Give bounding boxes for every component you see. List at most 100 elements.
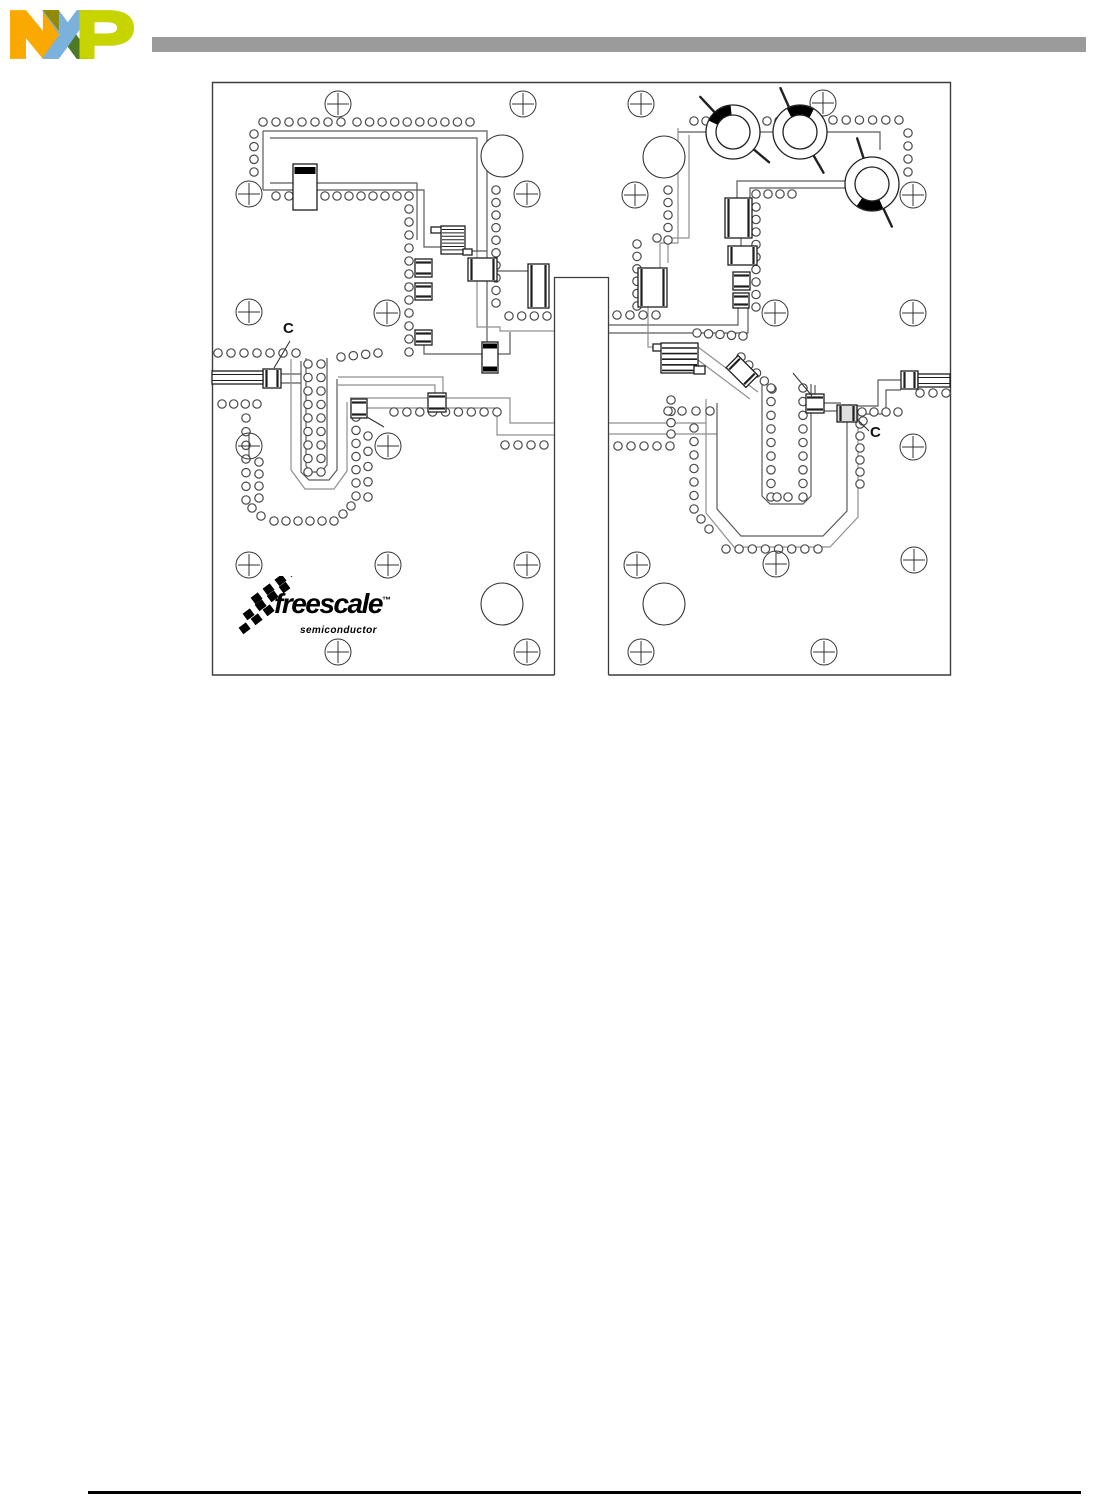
mounting-hole-crosshair bbox=[235, 432, 263, 460]
via-dot bbox=[316, 426, 326, 437]
via-dot bbox=[303, 359, 313, 369]
via-dot bbox=[402, 117, 412, 127]
mounting-hole-crosshair bbox=[324, 638, 352, 666]
via-dot bbox=[689, 490, 699, 501]
via-dot bbox=[759, 376, 770, 386]
via-dot bbox=[651, 310, 661, 320]
via-dot bbox=[632, 239, 642, 249]
via-dot bbox=[240, 399, 251, 409]
via-dot bbox=[798, 424, 808, 434]
smd-component bbox=[836, 404, 858, 423]
via-dot bbox=[766, 478, 776, 489]
component-body bbox=[732, 292, 750, 309]
via-dot bbox=[526, 440, 536, 450]
via-dot bbox=[747, 544, 758, 554]
via-dot bbox=[772, 492, 782, 502]
crosshair-circle bbox=[900, 546, 928, 574]
via-dot bbox=[389, 117, 400, 127]
via-dot bbox=[663, 210, 673, 220]
crosshair-circle bbox=[810, 638, 838, 666]
smd-component bbox=[262, 368, 282, 389]
via-dot bbox=[715, 329, 725, 340]
trace-line bbox=[689, 353, 751, 400]
toroid-inductor bbox=[844, 137, 900, 228]
via-dot bbox=[404, 347, 414, 357]
via-dot bbox=[639, 441, 649, 451]
crosshair-circle bbox=[513, 180, 541, 208]
toroid-lead bbox=[812, 154, 825, 174]
mounting-hole-crosshair bbox=[513, 551, 541, 579]
toroid-lead bbox=[699, 95, 716, 114]
via-dot bbox=[249, 154, 259, 165]
mounting-hole-crosshair bbox=[627, 90, 655, 118]
via-dot bbox=[813, 544, 823, 554]
via-dot bbox=[271, 191, 281, 201]
via-dot bbox=[404, 191, 414, 201]
smd-component bbox=[805, 393, 825, 414]
smd-component bbox=[693, 365, 706, 375]
trace-line bbox=[290, 359, 348, 490]
via-dot bbox=[363, 476, 373, 487]
toroid-lead bbox=[779, 86, 791, 109]
via-dot bbox=[228, 399, 239, 409]
via-dot bbox=[316, 359, 326, 369]
via-dot bbox=[310, 117, 320, 127]
via-dot bbox=[663, 197, 673, 208]
component-band bbox=[294, 167, 316, 174]
via-dot bbox=[323, 117, 333, 127]
via-dot bbox=[241, 413, 251, 423]
via-dot bbox=[491, 298, 501, 308]
via-dot bbox=[689, 436, 699, 447]
via-dot bbox=[491, 248, 501, 258]
mounting-hole-crosshair bbox=[623, 551, 651, 579]
mounting-hole-crosshair bbox=[899, 299, 927, 327]
footer-rule bbox=[88, 1491, 1081, 1494]
mounting-hole-crosshair bbox=[324, 90, 352, 118]
via-dot bbox=[364, 117, 375, 127]
via-dot bbox=[249, 129, 259, 139]
crosshair-circle bbox=[324, 90, 352, 118]
via-dot bbox=[352, 117, 362, 127]
via-dot bbox=[491, 210, 501, 220]
via-dot bbox=[258, 117, 268, 127]
via-dot bbox=[726, 330, 737, 341]
via-dot bbox=[316, 440, 326, 450]
toroid-marking bbox=[786, 105, 814, 118]
component-body bbox=[805, 393, 825, 414]
crosshair-circle bbox=[509, 90, 537, 118]
via-dot bbox=[254, 457, 264, 467]
freescale-logo: freescale™ semiconductor bbox=[238, 576, 418, 640]
component-body bbox=[467, 257, 498, 282]
via-dot bbox=[539, 440, 549, 450]
label-c-left: C bbox=[283, 320, 294, 337]
toroid-lead bbox=[882, 207, 894, 228]
via-dot bbox=[404, 256, 414, 266]
via-dot bbox=[404, 217, 414, 227]
via-dot bbox=[414, 407, 425, 417]
component-body bbox=[917, 373, 951, 388]
freescale-chevron-icon bbox=[238, 576, 293, 635]
nxp-logo-n bbox=[10, 10, 59, 59]
via-dot bbox=[303, 426, 313, 437]
via-dot bbox=[466, 407, 477, 417]
toroid-marking bbox=[709, 105, 732, 125]
via-dot bbox=[613, 441, 623, 451]
mounting-hole-crosshair bbox=[900, 546, 928, 574]
via-dot bbox=[303, 399, 313, 410]
via-dot bbox=[316, 386, 326, 396]
smd-component bbox=[292, 163, 318, 211]
mounting-hole-crosshair bbox=[809, 89, 837, 117]
via-dot bbox=[303, 440, 313, 450]
via-dot bbox=[691, 406, 701, 416]
via-dot bbox=[798, 464, 808, 475]
via-dot bbox=[677, 406, 687, 416]
via-dot bbox=[254, 469, 264, 479]
via-dot bbox=[751, 214, 761, 225]
via-dot bbox=[513, 440, 523, 450]
via-dot bbox=[751, 202, 761, 212]
via-dot bbox=[360, 349, 371, 360]
component-body bbox=[527, 263, 550, 309]
crosshair-circle bbox=[513, 638, 541, 666]
toroid-inner bbox=[782, 114, 818, 150]
